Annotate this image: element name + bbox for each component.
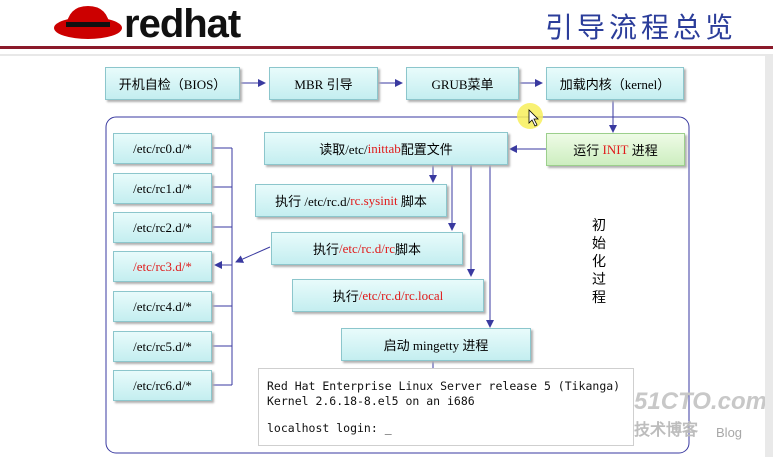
init-suffix: 进程 (628, 143, 658, 158)
terminal-login-prompt[interactable]: localhost login: _ (267, 421, 392, 435)
login-terminal: Red Hat Enterprise Linux Server release … (258, 368, 634, 446)
rc-prefix: 执行 (313, 242, 340, 257)
runlevel-0: /etc/rc0.d/* (113, 133, 212, 164)
init-frame (105, 116, 690, 454)
redhat-logo: redhat (48, 2, 241, 46)
watermark-blog: Blog (716, 425, 743, 440)
side-char: 始 (592, 237, 606, 252)
runlevel-1: /etc/rc1.d/* (113, 173, 212, 204)
inittab-suffix: 配置文件 (400, 142, 453, 157)
mbr-step: MBR 引导 (269, 67, 378, 100)
bios-step: 开机自检（BIOS） (105, 67, 240, 100)
sysinit-suffix: 脚本 (397, 194, 427, 209)
runlevel-label: /etc/rc6.d/* (133, 377, 192, 393)
sysinit-highlight: rc.sysinit (350, 192, 398, 208)
runlevel-label: /etc/rc4.d/* (133, 298, 192, 314)
runlevel-label: /etc/rc5.d/* (133, 338, 192, 354)
runlevel-label: /etc/rc0.d/* (133, 140, 192, 156)
init-step: 运行 INIT 进程 (546, 133, 685, 166)
mbr-label: MBR 引导 (294, 77, 353, 92)
shadowman-icon (54, 6, 122, 39)
logo-text: redhat (124, 2, 241, 46)
rc-highlight: /etc/rc.d/rc (339, 240, 395, 256)
mingetty-step: 启动 mingetty 进程 (341, 328, 531, 361)
side-char: 初 (592, 219, 606, 234)
init-prefix: 运行 (573, 143, 603, 158)
header-rule (0, 46, 773, 49)
cursor-icon (528, 109, 539, 127)
inittab-highlight: inittab (367, 140, 401, 156)
scroll-edge (765, 56, 773, 457)
runlevel-6: /etc/rc6.d/* (113, 370, 212, 401)
runlevel-5: /etc/rc5.d/* (113, 331, 212, 362)
rclocal-highlight: /etc/rc.d/rc.local (358, 287, 444, 303)
rclocal-prefix: 执行 (332, 289, 359, 304)
terminal-line-2: Kernel 2.6.18-8.el5 on an i686 (267, 394, 475, 408)
grub-label: GRUB菜单 (431, 77, 494, 92)
kernel-step: 加载内核（kernel） (546, 67, 684, 100)
runlevel-label-highlighted: /etc/rc3.d/* (133, 258, 192, 274)
kernel-label: 加载内核（kernel） (559, 77, 671, 92)
side-char: 程 (592, 291, 606, 306)
runlevel-4: /etc/rc4.d/* (113, 291, 212, 322)
init-highlight: INIT (602, 141, 629, 157)
inittab-prefix: 读取/etc/ (319, 142, 368, 157)
grub-step: GRUB菜单 (406, 67, 519, 100)
side-char: 化 (592, 255, 606, 270)
page-title: 引导流程总览 (545, 11, 738, 44)
rc-suffix: 脚本 (394, 242, 421, 257)
watermark: 51CTO.com 技术博客 Blog (634, 388, 767, 440)
rclocal-step: 执行/etc/rc.d/rc.local (292, 279, 484, 312)
runlevel-label: /etc/rc2.d/* (133, 219, 192, 235)
side-char: 过 (592, 273, 606, 288)
sysinit-step: 执行 /etc/rc.d/rc.sysinit 脚本 (255, 184, 447, 217)
watermark-sub: 技术博客 (634, 422, 699, 439)
sysinit-prefix: 执行 /etc/rc.d/ (275, 194, 351, 209)
runlevel-label: /etc/rc1.d/* (133, 180, 192, 196)
mingetty-label: 启动 mingetty 进程 (383, 338, 489, 353)
terminal-line-1: Red Hat Enterprise Linux Server release … (267, 379, 621, 393)
side-label: 初 始 化 过 程 (592, 218, 608, 308)
bios-label: 开机自检（BIOS） (118, 77, 227, 92)
runlevel-2: /etc/rc2.d/* (113, 212, 212, 243)
runlevel-3: /etc/rc3.d/* (113, 251, 212, 282)
watermark-site: 51CTO.com (634, 388, 767, 415)
